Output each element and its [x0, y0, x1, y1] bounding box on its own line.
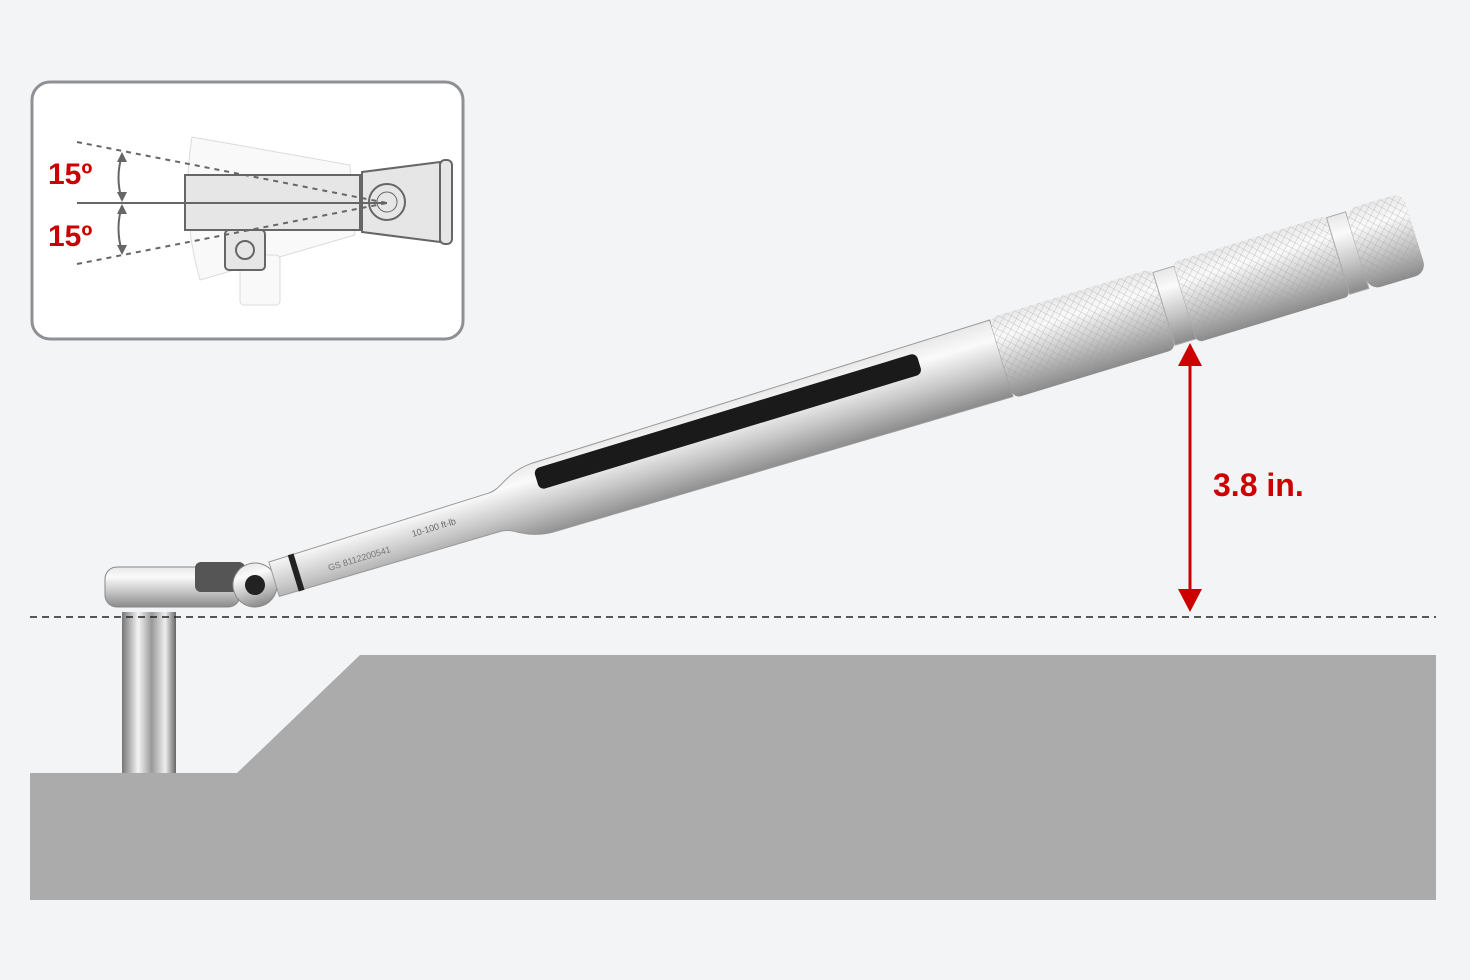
- swivel-angle-inset: [30, 80, 465, 341]
- wrench-body: GS 8112200541 10-100 ft-lb: [232, 195, 1424, 608]
- scale-window: [534, 354, 921, 489]
- hinge-screw-icon: [245, 575, 265, 595]
- angle-down-label: 15º: [48, 220, 92, 253]
- clearance-label: 3.8 in.: [1213, 467, 1304, 503]
- ratchet-head: [104, 562, 245, 608]
- angle-up-label: 15º: [48, 158, 92, 191]
- work-surface: [30, 655, 1436, 900]
- clearance-dimension-arrow: [1178, 343, 1202, 612]
- socket: [122, 612, 176, 773]
